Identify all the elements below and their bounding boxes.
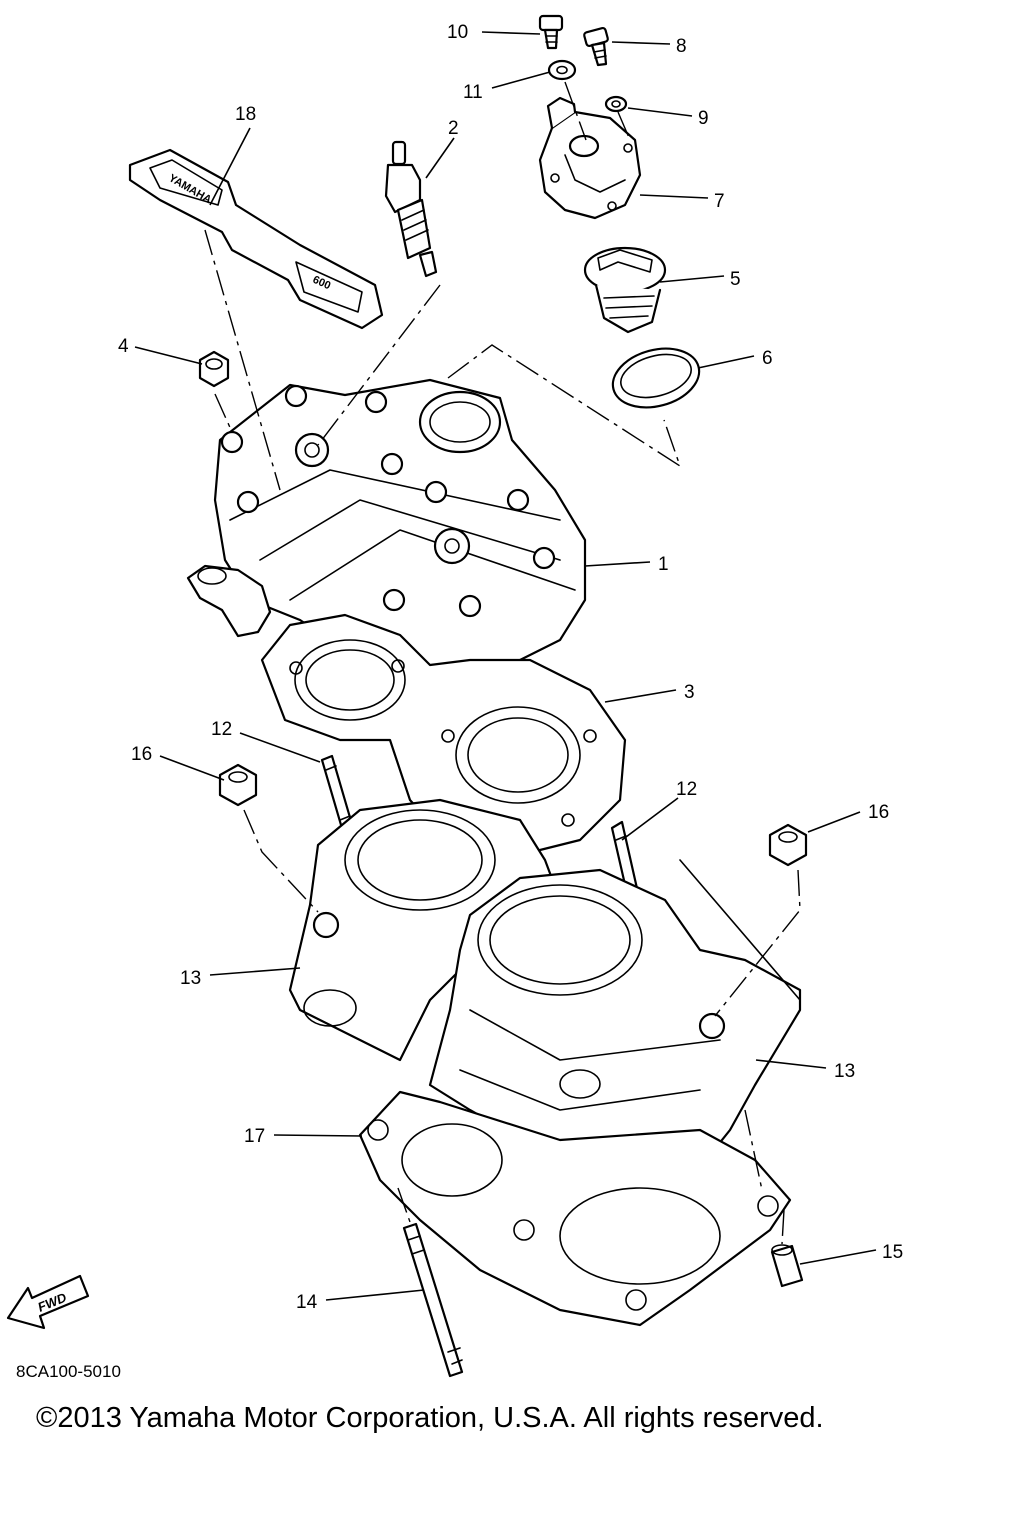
callout-15: 15 (882, 1242, 903, 1263)
part-5-thermostat (583, 246, 667, 334)
part-10-bolt (538, 14, 564, 50)
part-1-cylinder-head (186, 378, 587, 672)
callout-labels: 10 8 11 9 7 5 6 4 18 2 1 3 12 16 12 16 1… (118, 22, 903, 1313)
part-16-nut-right (768, 823, 808, 867)
callout-5: 5 (730, 269, 741, 290)
part-2-spark-plug (384, 140, 438, 278)
callout-16-left: 16 (131, 744, 152, 765)
callout-13-left: 13 (180, 968, 201, 989)
part-18-emblem: YAMAHA 600 (128, 148, 384, 330)
fwd-arrow-icon: FWD (6, 1274, 90, 1330)
callout-11: 11 (463, 82, 483, 103)
part-7-thermostat-cover (538, 96, 642, 220)
callout-6: 6 (762, 348, 773, 369)
part-15-dowel (770, 1244, 804, 1288)
callout-18: 18 (235, 104, 256, 125)
part-8-bolt (583, 26, 609, 67)
part-13-cylinder-rear (288, 798, 562, 1062)
callout-7: 7 (714, 191, 725, 212)
callout-12-left: 12 (211, 719, 232, 740)
part-3-head-gasket (260, 613, 627, 857)
part-14-stud (402, 1222, 464, 1378)
callout-9: 9 (698, 108, 709, 129)
callout-3: 3 (684, 682, 695, 703)
part-code: 8CA100-5010 (16, 1362, 121, 1381)
copyright-notice: ©2013 Yamaha Motor Corporation, U.S.A. A… (36, 1402, 824, 1434)
assembly-guide-lines (204, 81, 801, 1245)
part-4-nut (198, 350, 230, 388)
callout-2: 2 (448, 118, 459, 139)
callout-8: 8 (676, 36, 687, 57)
callout-13-right: 13 (834, 1061, 855, 1082)
part-16-nut-left (218, 763, 258, 807)
callout-1: 1 (658, 554, 669, 575)
callout-4: 4 (118, 336, 129, 357)
part-9-washer (604, 95, 628, 113)
callout-14: 14 (296, 1292, 318, 1313)
callout-12-right: 12 (676, 779, 697, 800)
callout-17: 17 (244, 1126, 265, 1147)
part-6-ring-seal (611, 347, 701, 409)
callout-leaders (134, 31, 877, 1301)
part-11-washer (547, 59, 577, 81)
callout-16-right: 16 (868, 802, 889, 823)
part-17-base-gasket (358, 1090, 792, 1327)
callout-10: 10 (447, 22, 468, 43)
